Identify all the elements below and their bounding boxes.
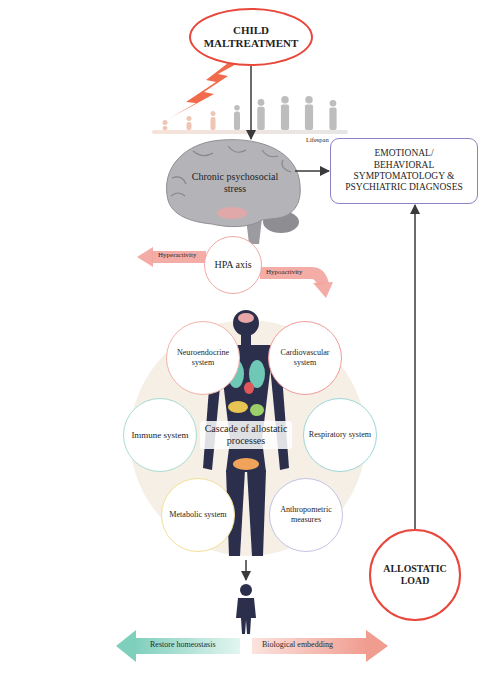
cerebrum	[167, 140, 301, 227]
arrow-label: Hyperactivity	[158, 252, 197, 260]
figure-head	[258, 99, 265, 106]
allostatic-load-circle: ALLOSTATIC LOAD	[369, 529, 461, 621]
connector-arrow	[414, 205, 416, 529]
node-text: Metabolic system	[169, 510, 226, 520]
stomach	[250, 404, 264, 416]
limbic-region	[217, 207, 247, 219]
head	[233, 310, 259, 336]
brain-node: Chronic psychosocial stress	[175, 140, 295, 225]
figure-head	[211, 111, 216, 116]
node-text: Neuroendocrine system	[171, 348, 235, 367]
arrow-head	[366, 630, 388, 662]
figure-head	[234, 105, 240, 111]
node-text: Cascade of allostatic processes	[200, 421, 292, 449]
system-circle: Immune system	[123, 398, 197, 472]
biological-embedding-arrow	[252, 630, 388, 662]
brain-organ	[238, 313, 254, 323]
node-text: HPA axis	[214, 259, 251, 271]
hypoactivity-arrow	[260, 273, 333, 298]
neck	[241, 333, 251, 345]
node-text: EMOTIONAL/ BEHAVIORAL SYMPTOMATOLOGY & P…	[345, 148, 463, 194]
system-circle: Respiratory system	[303, 398, 377, 472]
connector-arrow	[295, 170, 329, 172]
node-text: Respiratory system	[309, 430, 371, 440]
figure-body	[329, 108, 336, 130]
lifespan-label: Lifespan	[306, 136, 329, 143]
node-text: CHILD MALTREATMENT	[201, 24, 301, 50]
arrow-head	[116, 630, 136, 662]
figure-body	[305, 104, 313, 130]
figure-head	[305, 96, 312, 103]
arrow-label: Hypoactivity	[266, 269, 303, 277]
right-leg	[247, 470, 266, 556]
heart	[244, 382, 254, 394]
system-circle: Metabolic system	[161, 478, 235, 552]
hpa-circle: HPA axis	[204, 236, 262, 294]
restore-homeostasis-arrow	[116, 630, 240, 662]
figure-body	[163, 126, 168, 130]
person-icon	[236, 584, 256, 634]
figure-head	[187, 116, 192, 121]
hyperactivity-arrow	[137, 247, 206, 267]
node-text: Chronic psychosocial stress	[189, 171, 281, 195]
gyri	[171, 146, 291, 196]
brain-illustration	[167, 140, 301, 244]
ellipse-node: CHILD MALTREATMENT	[189, 8, 313, 66]
node-text: ALLOSTATIC LOAD	[375, 563, 455, 587]
liver	[228, 401, 248, 413]
arrow-label: Biological embedding	[262, 641, 333, 650]
node-text: Anthropometric measures	[274, 505, 338, 524]
system-circle: Cardiovascular system	[268, 321, 342, 395]
arrow-head	[313, 282, 333, 298]
arrow-band	[134, 638, 240, 654]
figure-head	[281, 96, 288, 103]
system-circle: Anthropometric measures	[269, 478, 343, 552]
system-circle: Neuroendocrine system	[166, 321, 240, 395]
node-text: Cardiovascular system	[273, 348, 337, 367]
figure-head	[163, 120, 168, 125]
lightning-bolt	[170, 60, 240, 118]
person-body	[236, 598, 256, 634]
figure-head	[330, 100, 337, 107]
figure-body	[187, 122, 192, 130]
figure-body	[211, 117, 216, 130]
figure-body	[234, 112, 240, 131]
figure-body	[281, 104, 289, 130]
figure-body	[257, 107, 264, 130]
outcome-box: EMOTIONAL/ BEHAVIORAL SYMPTOMATOLOGY & P…	[330, 138, 478, 204]
arrow-label: Restore homeostasis	[150, 641, 216, 650]
arrow-band	[252, 638, 368, 654]
arrow-head	[137, 247, 153, 267]
person-head	[240, 584, 252, 596]
lifespan-strip	[152, 130, 348, 134]
intestines	[233, 458, 259, 470]
arrow-band	[152, 251, 206, 263]
node-text: Immune system	[131, 430, 188, 441]
down-arrow	[245, 560, 247, 580]
connector-arrow	[250, 66, 252, 139]
